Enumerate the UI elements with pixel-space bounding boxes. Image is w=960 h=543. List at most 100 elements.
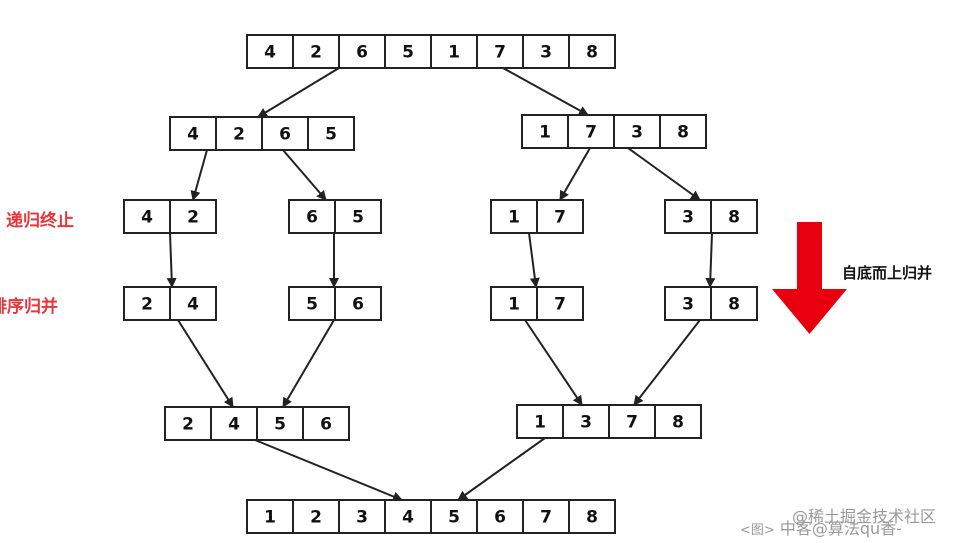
array-cell: [522, 34, 570, 69]
array-cell: [246, 34, 294, 69]
array-cell: [710, 199, 758, 234]
array-cell: [562, 404, 610, 439]
array-cell: [210, 406, 258, 441]
edge-arrow: [524, 319, 583, 406]
array-cell: [613, 114, 661, 149]
edge-arrow: [254, 439, 403, 502]
edge-arrow: [282, 319, 335, 408]
array-cell-value: 7: [626, 413, 638, 433]
array-cell-value: 1: [539, 123, 551, 143]
array-cell: [430, 499, 478, 534]
array-cell-value: 7: [554, 208, 566, 228]
array-cell: [288, 199, 336, 234]
watermark-text: 中客@算法qu香-: [779, 519, 902, 538]
array-cell-value: 2: [141, 295, 153, 315]
array-cell-value: 5: [325, 125, 337, 145]
array-cell-value: 6: [279, 125, 291, 145]
recursion-end-label: 递归终止: [6, 211, 74, 231]
edge-arrow: [257, 67, 340, 118]
array-cell: [292, 34, 340, 69]
array-cell-value: 2: [182, 415, 194, 435]
edge-arrow: [190, 149, 208, 201]
array-cell-value: 3: [631, 123, 643, 143]
edge-arrow: [457, 437, 546, 501]
edge-arrow: [559, 147, 591, 201]
array-cell: [659, 114, 707, 149]
array-cell-value: 4: [228, 415, 240, 435]
watermark-line1: @稀土掘金技术社区: [792, 507, 937, 526]
array-cell: [710, 286, 758, 321]
array-cell-value: 3: [580, 413, 592, 433]
array-cell: [246, 499, 294, 534]
array-cell: [334, 199, 382, 234]
array-cell-value: 2: [233, 125, 245, 145]
edges-layer: [166, 67, 716, 502]
array-cell: [334, 286, 382, 321]
watermark-logo-icon: <图>: [740, 523, 775, 538]
array-cell: [567, 114, 615, 149]
array-cell-value: 3: [682, 295, 694, 315]
array-cell: [521, 114, 569, 149]
array-cell: [536, 286, 584, 321]
array-cell: [654, 404, 702, 439]
array-cell-value: 1: [508, 208, 520, 228]
array-cell-value: 2: [187, 208, 199, 228]
sort-merge-label: 排序归并: [0, 297, 58, 317]
array-cell-value: 5: [274, 415, 286, 435]
array-cell: [169, 116, 217, 151]
array-cell-value: 5: [402, 43, 414, 63]
array-cell-value: 6: [356, 43, 368, 63]
array-cell-value: 7: [540, 508, 552, 528]
array-cell-value: 1: [534, 413, 546, 433]
edge-arrow: [705, 232, 716, 288]
array-cell: [261, 116, 309, 151]
array-cell-value: 5: [448, 508, 460, 528]
array-cell-value: 8: [586, 508, 598, 528]
array-node: 1 3 7 8: [516, 404, 702, 439]
edge-arrow: [502, 67, 589, 116]
array-cell: [338, 499, 386, 534]
array-cell-value: 3: [682, 208, 694, 228]
array-cell-value: 1: [448, 43, 460, 63]
array-cell-value: 8: [728, 295, 740, 315]
array-cell-value: 8: [672, 413, 684, 433]
array-cell: [568, 34, 616, 69]
array-cell-value: 4: [187, 125, 199, 145]
bottom-up-merge-label: 自底而上归并: [842, 264, 933, 282]
array-node: 2 4 5 6: [164, 406, 350, 441]
array-cell-value: 6: [494, 508, 506, 528]
array-cell: [664, 199, 712, 234]
array-cell-value: 4: [264, 43, 276, 63]
array-cell-value: 1: [508, 295, 520, 315]
array-cell: [288, 286, 336, 321]
array-cell: [522, 499, 570, 534]
array-cell: [430, 34, 478, 69]
array-node: 4 2 6 5: [169, 116, 355, 151]
array-cell-value: 2: [310, 508, 322, 528]
edge-arrow: [166, 232, 177, 288]
edge-arrow: [633, 319, 701, 406]
array-cell: [307, 116, 355, 151]
array-cell-value: 4: [141, 208, 153, 228]
edge-arrow: [282, 149, 327, 201]
array-cell-value: 4: [187, 295, 199, 315]
array-cell: [338, 34, 386, 69]
array-cell: [169, 199, 217, 234]
array-cell: [536, 199, 584, 234]
edge-arrow: [528, 232, 540, 288]
array-cell-value: 7: [585, 123, 597, 143]
array-cell: [568, 499, 616, 534]
array-cell-value: 6: [320, 415, 332, 435]
array-cell-value: 5: [306, 295, 318, 315]
array-cell-value: 8: [728, 208, 740, 228]
edge-arrow: [627, 147, 701, 201]
